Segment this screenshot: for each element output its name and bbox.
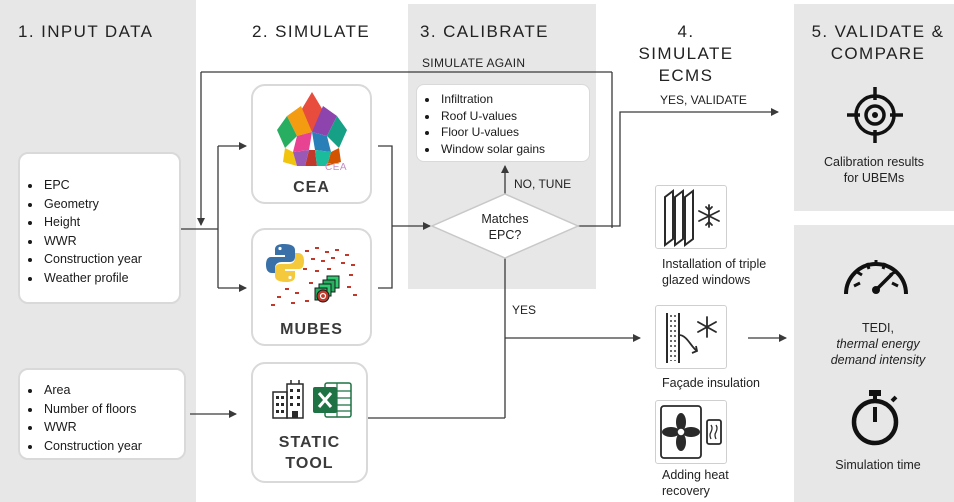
list-item: WWR [42, 418, 184, 437]
input-list-static: Area Number of floors WWR Construction y… [20, 381, 184, 455]
list-item: Infiltration [439, 91, 589, 108]
cea-logo-icon [277, 92, 347, 166]
calib-line1: Calibration results [823, 155, 925, 169]
tool-static: STATIC TOOL [251, 362, 368, 483]
cea-logo-text: CEA [325, 162, 348, 173]
heat-recovery-icon [660, 405, 722, 459]
header-validate-line2: COMPARE [830, 44, 926, 63]
list-item: Construction year [42, 250, 179, 269]
mubes-buildings-icon [271, 247, 357, 306]
list-item: EPC [42, 176, 179, 195]
ecm1-line2: glazed windows [662, 273, 751, 287]
ecm-heat-recovery [655, 400, 727, 464]
yes-label: YES [512, 303, 537, 317]
header-validate-compare: 5. VALIDATE & COMPARE [808, 21, 948, 65]
list-item: Geometry [42, 195, 179, 214]
tedi-desc-line2: demand intensity [830, 353, 926, 367]
ecm3-label: Adding heat recovery [662, 467, 729, 499]
decision-line2: EPC? [488, 228, 522, 242]
list-item: Weather profile [42, 269, 179, 288]
ecm3-line2: recovery [662, 484, 710, 498]
static-label: STATIC TOOL [253, 432, 366, 474]
header-simulate-ecms-line2: ECMS [658, 66, 714, 85]
mubes-label: MUBES [280, 321, 343, 338]
tedi-label: TEDI, thermal energy demand intensity [804, 320, 952, 368]
input-box-epc: EPC Geometry Height WWR Construction yea… [18, 152, 181, 304]
building-icon [272, 380, 304, 419]
list-item: Roof U-values [439, 108, 589, 125]
excel-icon [313, 382, 352, 418]
gauge-icon [844, 260, 908, 295]
calibration-params-box: Infiltration Roof U-values Floor U-value… [416, 84, 590, 162]
facade-insulation-icon [666, 313, 717, 363]
ecm2-label: Façade insulation [662, 376, 760, 390]
list-item: Area [42, 381, 184, 400]
header-calibrate: 3. CALIBRATE [420, 22, 549, 41]
ecm-triple-glazing [655, 185, 727, 249]
cea-label: CEA [293, 179, 330, 196]
tedi-desc-line1: thermal energy [836, 337, 920, 351]
simulation-time-label: Simulation time [835, 458, 921, 472]
panel-compare [794, 225, 954, 502]
list-item: WWR [42, 232, 179, 251]
header-simulate-ecms-line1: 4. SIMULATE [638, 22, 734, 63]
tedi-title: TEDI, [862, 321, 894, 335]
python-logo-icon [266, 244, 304, 282]
ecm1-label: Installation of triple glazed windows [662, 256, 766, 288]
target-icon [847, 87, 903, 143]
yes-validate-label: YES, VALIDATE [660, 93, 747, 107]
ecm-facade-insulation [655, 305, 727, 369]
header-simulate-ecms: 4. SIMULATE ECMS [628, 21, 744, 87]
list-item: Height [42, 213, 179, 232]
simulate-again-label: SIMULATE AGAIN [422, 56, 526, 70]
ecm1-line1: Installation of triple [662, 257, 767, 271]
list-item: Construction year [42, 437, 184, 456]
list-item: Floor U-values [439, 124, 589, 141]
decision-matches-epc: Matches EPC? [455, 211, 555, 243]
input-box-static: Area Number of floors WWR Construction y… [18, 368, 186, 460]
no-tune-label: NO, TUNE [514, 177, 572, 191]
stopwatch-icon [851, 390, 899, 446]
calibration-results-label: Calibration results for UBEMs [804, 154, 944, 186]
calibration-params-list: Infiltration Roof U-values Floor U-value… [417, 91, 589, 157]
static-label-line2: TOOL [285, 455, 334, 472]
tool-cea: CEA CEA [251, 84, 372, 204]
calib-line2: for UBEMs [843, 171, 905, 185]
input-list-epc: EPC Geometry Height WWR Construction yea… [20, 176, 179, 287]
static-label-line1: STATIC [278, 434, 341, 451]
tool-mubes: MUBES [251, 228, 372, 346]
list-item: Number of floors [42, 400, 184, 419]
header-validate-line1: 5. VALIDATE & [811, 22, 945, 41]
decision-line1: Matches [481, 212, 529, 226]
triple-glazing-icon [664, 189, 720, 247]
header-input-data: 1. INPUT DATA [18, 22, 154, 41]
ecm3-line1: Adding heat [662, 468, 729, 482]
list-item: Window solar gains [439, 141, 589, 158]
header-simulate: 2. SIMULATE [252, 22, 371, 41]
